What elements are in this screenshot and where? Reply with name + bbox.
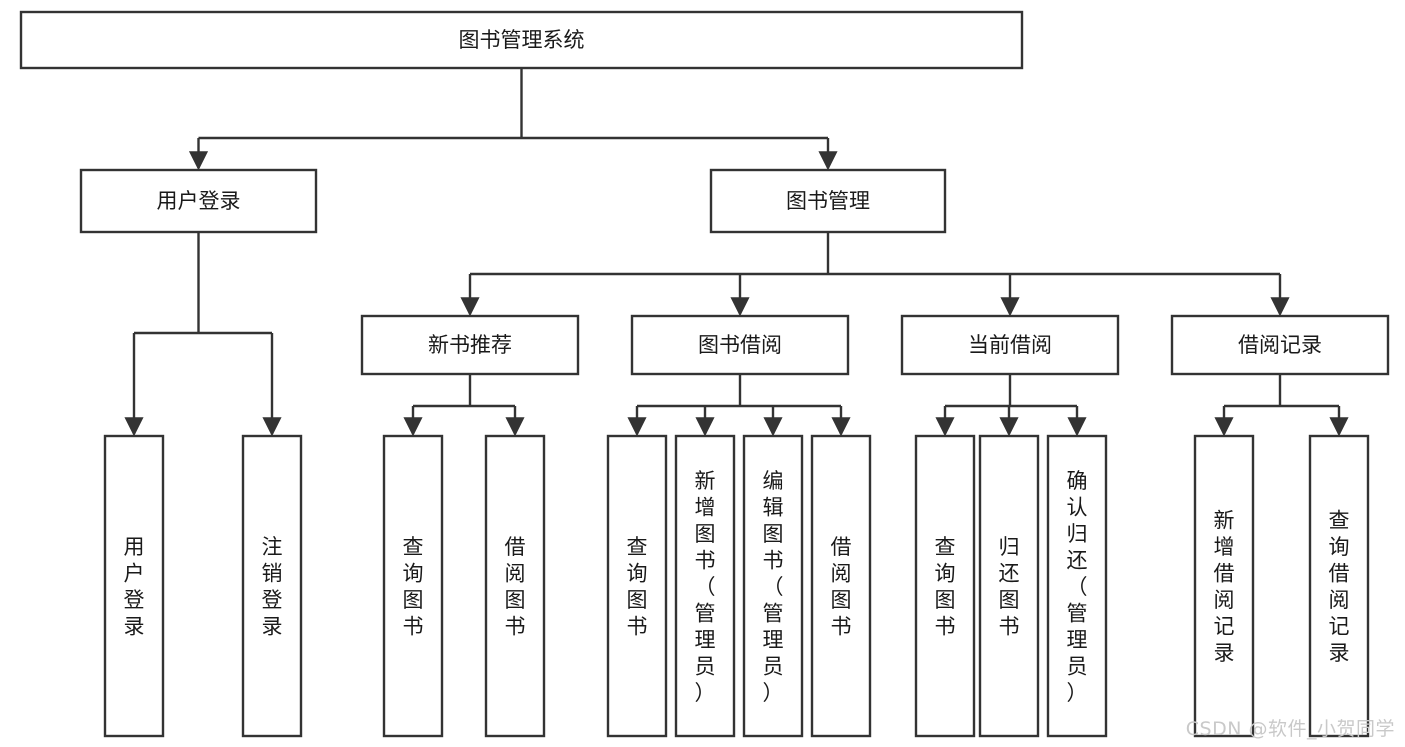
node-box [484, 434, 546, 738]
node-new-book-rec[interactable]: 新书推荐 [360, 314, 580, 376]
node-leaf-add-record[interactable]: 新增借阅记录 [1193, 434, 1255, 738]
node-leaf-user-logout[interactable]: 注销登录 [241, 434, 303, 738]
node-label: 编辑图书（管理员） [763, 469, 784, 705]
node-box [742, 434, 804, 738]
node-label: 查询图书 [403, 535, 424, 639]
node-label: 图书借阅 [698, 333, 782, 357]
node-leaf-query-book-1[interactable]: 查询图书 [382, 434, 444, 738]
node-book-manage[interactable]: 图书管理 [709, 168, 947, 234]
node-label: 借阅图书 [831, 535, 852, 639]
node-leaf-add-book[interactable]: 新增图书（管理员） [674, 434, 736, 738]
node-label: 当前借阅 [968, 333, 1052, 357]
node-leaf-user-login[interactable]: 用户登录 [103, 434, 165, 738]
node-label: 查询图书 [627, 535, 648, 639]
node-label: 归还图书 [999, 535, 1020, 639]
node-box [1308, 434, 1370, 738]
node-leaf-confirm-return[interactable]: 确认归还（管理员） [1046, 434, 1108, 738]
csdn-watermark: CSDN @软件_小贺同学 [1185, 718, 1395, 740]
node-user-login[interactable]: 用户登录 [79, 168, 318, 234]
node-label: 新增借阅记录 [1214, 509, 1235, 666]
node-leaf-borrow-book-2[interactable]: 借阅图书 [810, 434, 872, 738]
node-box [360, 314, 580, 376]
node-label: 新书推荐 [428, 333, 512, 357]
node-label: 借阅记录 [1238, 333, 1322, 357]
node-label: 注销登录 [262, 535, 283, 639]
node-box [914, 434, 976, 738]
node-box [709, 168, 947, 234]
node-root[interactable]: 图书管理系统 [19, 10, 1024, 70]
node-label: 新增图书（管理员） [695, 469, 716, 705]
node-box [103, 434, 165, 738]
node-book-borrow[interactable]: 图书借阅 [630, 314, 850, 376]
connector-layer [124, 68, 1349, 437]
node-box [606, 434, 668, 738]
node-box [79, 168, 318, 234]
node-label: 确认归还（管理员） [1067, 469, 1088, 705]
node-label: 用户登录 [157, 189, 241, 213]
node-label: 图书管理系统 [459, 28, 585, 52]
node-leaf-query-record[interactable]: 查询借阅记录 [1308, 434, 1370, 738]
node-box [19, 10, 1024, 70]
node-box [630, 314, 850, 376]
node-leaf-query-book-3[interactable]: 查询图书 [914, 434, 976, 738]
node-label: 用户登录 [124, 535, 145, 639]
node-leaf-query-book-2[interactable]: 查询图书 [606, 434, 668, 738]
node-leaf-return-book[interactable]: 归还图书 [978, 434, 1040, 738]
node-box [978, 434, 1040, 738]
node-label: 查询借阅记录 [1329, 509, 1350, 666]
node-leaf-borrow-book-1[interactable]: 借阅图书 [484, 434, 546, 738]
node-box [810, 434, 872, 738]
node-box [900, 314, 1120, 376]
node-label: 借阅图书 [505, 535, 526, 639]
node-box [674, 434, 736, 738]
node-leaf-edit-book[interactable]: 编辑图书（管理员） [742, 434, 804, 738]
node-borrow-record[interactable]: 借阅记录 [1170, 314, 1390, 376]
node-box [382, 434, 444, 738]
node-box [1170, 314, 1390, 376]
node-box [1193, 434, 1255, 738]
node-box [1046, 434, 1108, 738]
node-layer: 图书管理系统用户登录图书管理新书推荐图书借阅当前借阅借阅记录用户登录注销登录查询… [19, 10, 1390, 738]
node-label: 图书管理 [786, 189, 870, 213]
node-box [241, 434, 303, 738]
node-label: 查询图书 [935, 535, 956, 639]
node-current-borrow[interactable]: 当前借阅 [900, 314, 1120, 376]
